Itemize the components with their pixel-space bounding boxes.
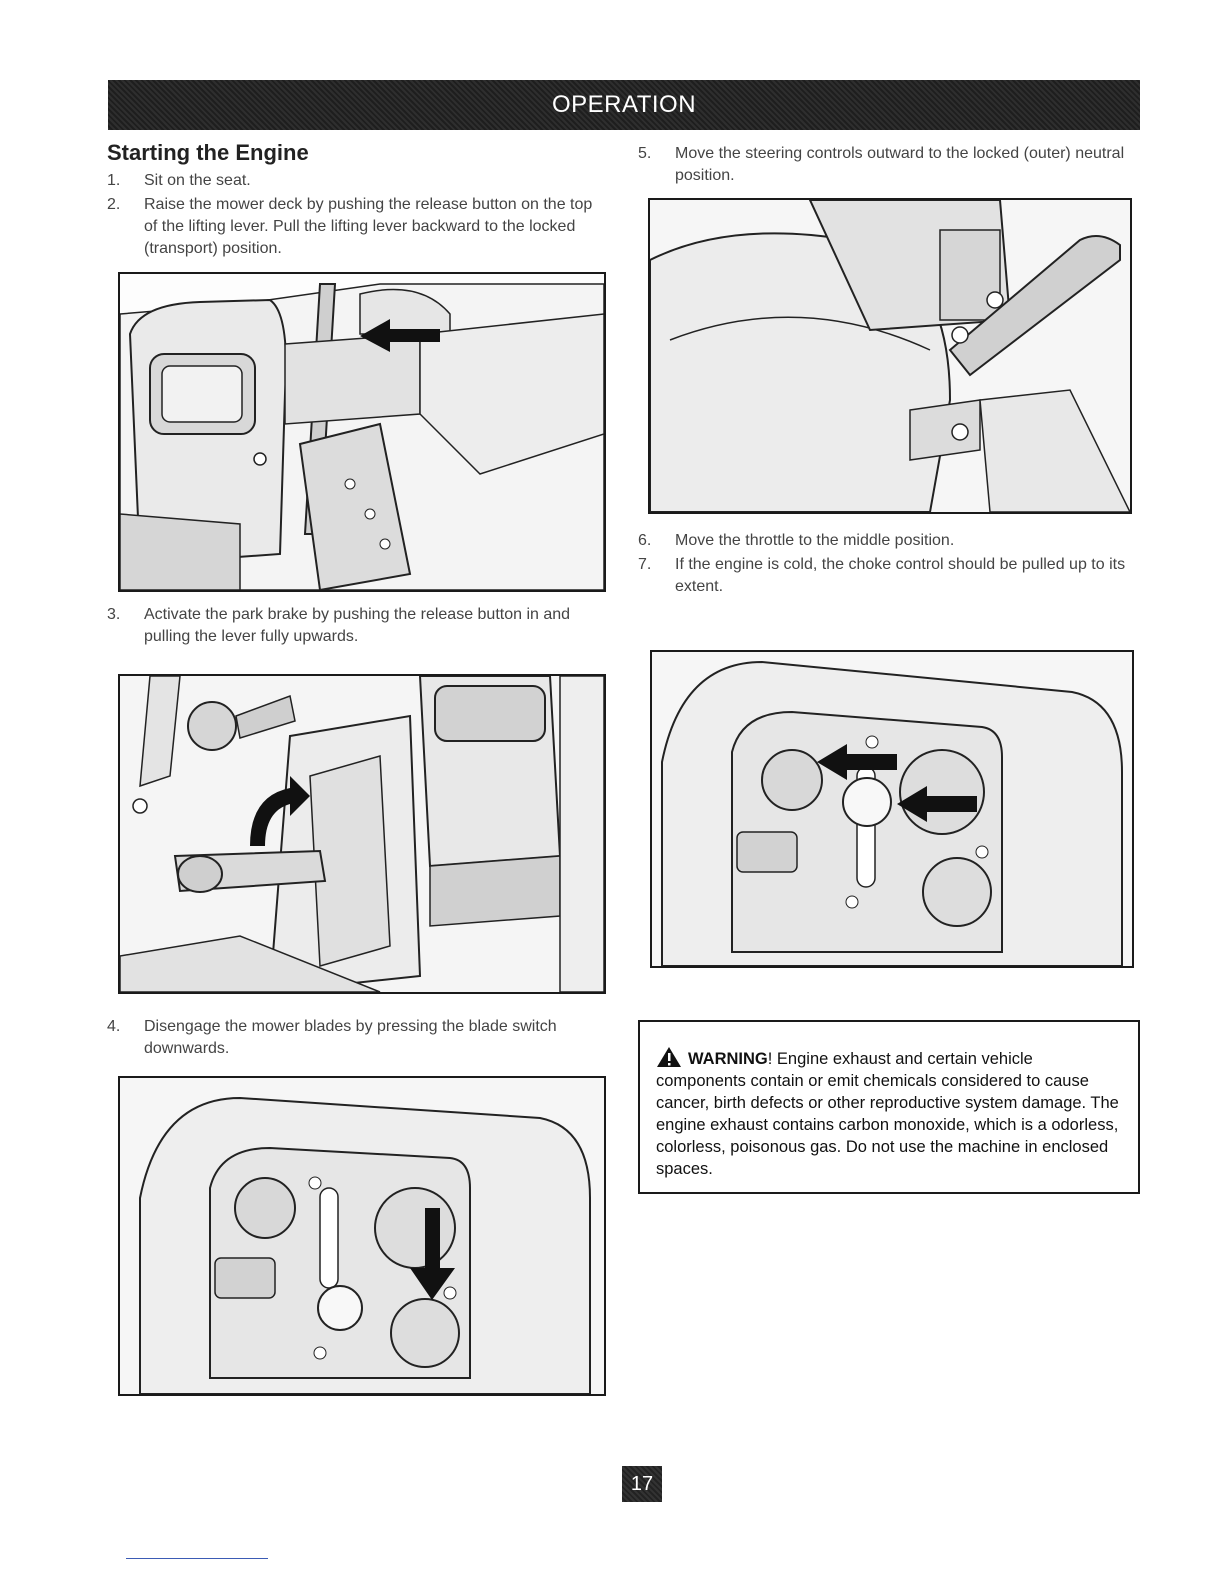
- park-brake-illustration: [120, 676, 604, 992]
- step-3: 3. Activate the park brake by pushing th…: [107, 604, 607, 648]
- page-number: 17: [622, 1466, 662, 1502]
- section-title: Starting the Engine: [107, 140, 309, 165]
- step-number: 6.: [638, 532, 652, 549]
- step-text: Activate the park brake by pushing the r…: [144, 606, 571, 645]
- figure-throttle-choke: [650, 650, 1134, 968]
- figure-lifting-lever: [118, 272, 606, 592]
- step-text: Raise the mower deck by pushing the rele…: [144, 196, 593, 257]
- step-number: 3.: [107, 606, 121, 623]
- header-title: OPERATION: [551, 91, 697, 118]
- figure-park-brake: [118, 674, 606, 994]
- step-text: Disengage the mower blades by pressing t…: [144, 1018, 557, 1057]
- step-text: Move the steering controls outward to th…: [675, 145, 1125, 184]
- warning-label: WARNING: [688, 1050, 768, 1068]
- warning-text: ! Engine exhaust and certain vehicle com…: [656, 1050, 1119, 1178]
- step-number: 4.: [107, 1018, 121, 1035]
- step-1: 1. Sit on the seat.: [107, 170, 607, 192]
- lifting-lever-illustration: [120, 283, 604, 590]
- step-5: 5. Move the steering controls outward to…: [638, 143, 1138, 187]
- blade-switch-illustration: [120, 1078, 604, 1394]
- section-header-bar: OPERATION: [108, 80, 1140, 130]
- step-7: 7. If the engine is cold, the choke cont…: [638, 554, 1138, 598]
- step-6: 6. Move the throttle to the middle posit…: [638, 530, 1138, 552]
- step-number: 1.: [107, 172, 121, 189]
- footer-rule: [126, 1558, 268, 1559]
- step-number: 5.: [638, 145, 652, 162]
- throttle-choke-illustration: [652, 652, 1132, 966]
- step-2: 2. Raise the mower deck by pushing the r…: [107, 194, 607, 260]
- step-4: 4. Disengage the mower blades by pressin…: [107, 1016, 607, 1060]
- figure-steering-controls: [648, 198, 1132, 514]
- step-text: Sit on the seat.: [144, 172, 251, 189]
- step-number: 7.: [638, 556, 652, 573]
- warning-box: WARNING! Engine exhaust and certain vehi…: [638, 1020, 1140, 1194]
- step-number: 2.: [107, 196, 121, 213]
- figure-blade-switch: [118, 1076, 606, 1396]
- warning-triangle-icon: [657, 1047, 681, 1067]
- step-text: If the engine is cold, the choke control…: [675, 556, 1126, 595]
- step-text: Move the throttle to the middle position…: [675, 532, 955, 549]
- steering-controls-illustration: [650, 200, 1130, 512]
